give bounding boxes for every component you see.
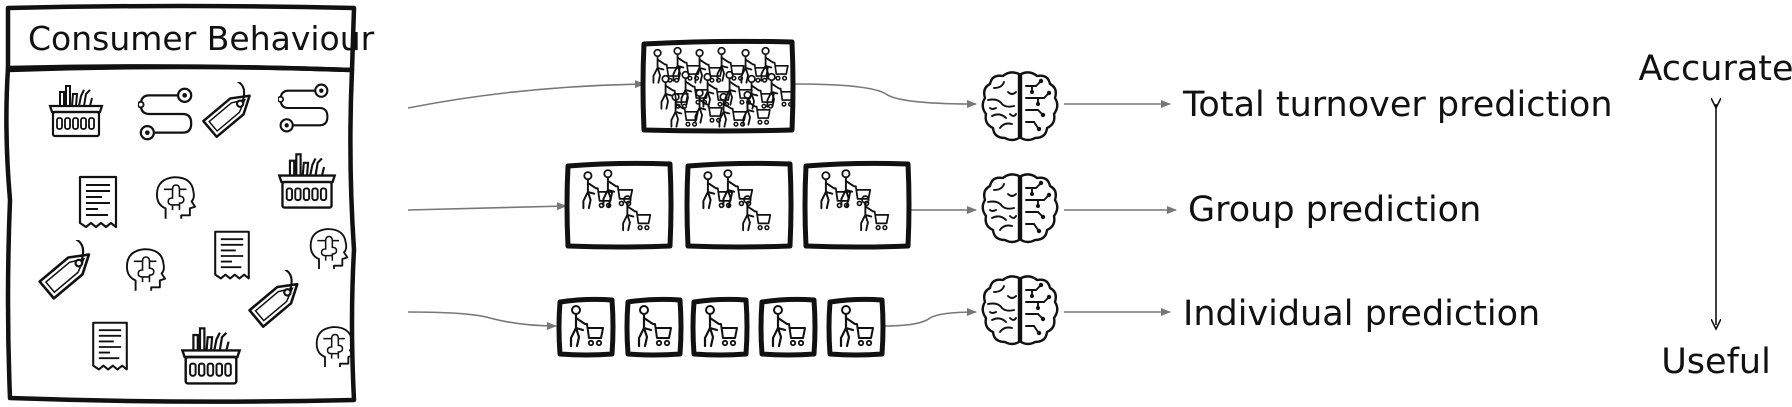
- receipt-icon: [92, 321, 128, 371]
- brain-circuit-icon: [981, 71, 1059, 142]
- receipt-icon: [78, 175, 118, 229]
- basket-icon: [278, 153, 336, 209]
- scale-top-label: Accurate: [1638, 49, 1792, 89]
- brain-puzzle-icon: [155, 176, 197, 220]
- brain-circuit-icon: [981, 275, 1059, 346]
- row-label-group: Group prediction: [1188, 190, 1481, 230]
- arrow-box-to-individual: [407, 311, 557, 330]
- frame-border: [640, 38, 796, 134]
- individual-frame: [826, 296, 886, 358]
- frame-border: [826, 296, 886, 358]
- scale-bottom-label: Useful: [1661, 342, 1771, 382]
- price-tag-icon: [34, 240, 99, 300]
- individual-frame: [556, 296, 616, 358]
- basket-icon: [181, 327, 241, 385]
- arrow-box-to-group: [407, 202, 567, 211]
- route-icon: [278, 83, 329, 133]
- frame-border: [556, 296, 616, 358]
- group-frame: [684, 160, 794, 250]
- individual-frame: [624, 296, 684, 358]
- brain-puzzle-icon: [125, 248, 167, 292]
- frame-border: [758, 296, 818, 358]
- brain-puzzle-icon: [315, 326, 355, 368]
- box-title: Consumer Behaviour: [28, 19, 375, 58]
- group-frame: [564, 160, 674, 250]
- group-frame: [802, 160, 912, 250]
- brain-puzzle-icon: [309, 228, 349, 270]
- shopper-frames: [556, 38, 912, 358]
- model-brains: [981, 71, 1059, 346]
- arrow-individual-to-brain: [883, 308, 977, 327]
- consumer-behaviour-box: [4, 3, 357, 404]
- individual-frame: [758, 296, 818, 358]
- arrow-crowd-to-brain: [793, 83, 977, 108]
- route-icon: [138, 87, 193, 141]
- receipt-icon: [214, 230, 250, 280]
- brain-circuit-icon: [981, 173, 1059, 244]
- box-body: [4, 64, 357, 404]
- arrow-box-to-crowd: [407, 80, 645, 109]
- basket-icon: [48, 84, 104, 138]
- crowd-frame: [640, 38, 796, 134]
- row-label-individual: Individual prediction: [1183, 294, 1540, 334]
- row-label-total: Total turnover prediction: [1182, 85, 1613, 125]
- frame-border: [624, 296, 684, 358]
- connector-arrows: [407, 80, 1177, 330]
- price-tag-icon: [198, 82, 259, 139]
- frame-border: [690, 296, 750, 358]
- individual-frame: [690, 296, 750, 358]
- price-tag-icon: [244, 270, 307, 328]
